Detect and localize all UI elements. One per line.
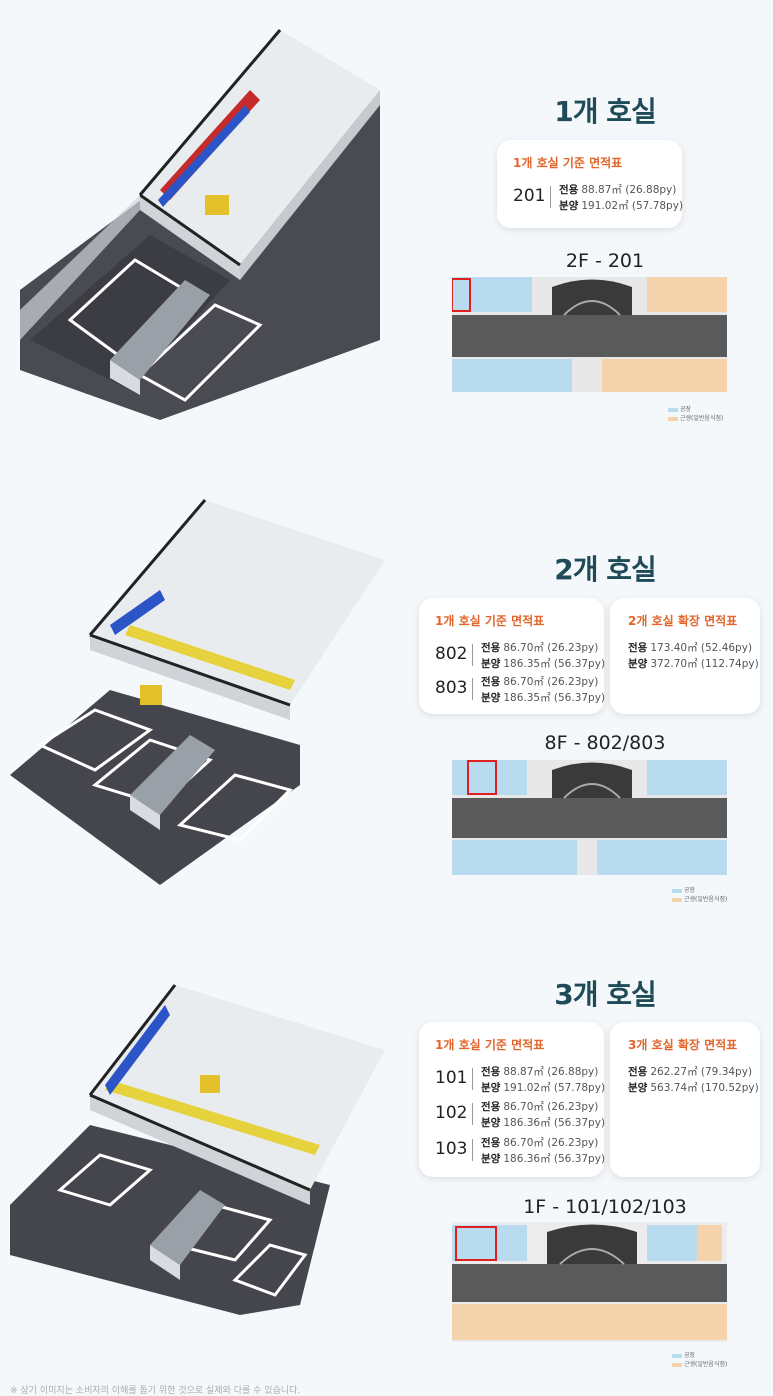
unit-number: 101 [435,1068,468,1088]
card-title: 1개 호실 기준 면적표 [513,156,623,170]
card-title: 2개 호실 확장 면적표 [628,614,738,628]
unit-divider [472,644,473,666]
plan-legend-3: 공장 근생(일반음식점) [672,1350,727,1368]
warehouse-illustration-1 [20,29,380,420]
unit-number: 201 [513,186,546,206]
section-title-1: 1개 호실 [554,95,657,128]
plan-legend-1: 공장 근생(일반음식점) [668,404,723,422]
floor-plan-title-1: 2F - 201 [565,250,645,272]
floor-plan-1 [452,277,727,392]
warehouse-illustration-2 [10,499,385,885]
section-title-2: 2개 호실 [554,553,657,586]
unit-number: 802 [435,644,468,664]
card-title: 3개 호실 확장 면적표 [628,1038,738,1052]
unit-number: 102 [435,1103,468,1123]
unit-divider [472,1103,473,1125]
unit-number: 803 [435,678,468,698]
unit-number: 103 [435,1139,468,1159]
floor-plan-title-3: 1F - 101/102/103 [523,1196,687,1218]
unit-divider [472,678,473,700]
unit-divider [472,1068,473,1090]
unit-divider [472,1139,473,1161]
plan-legend-2: 공장 근생(일반음식점) [672,885,727,903]
floor-plan-title-2: 8F - 802/803 [544,732,666,754]
floor-plan-3 [452,1222,727,1342]
floor-plan-2 [452,760,727,875]
card-title: 1개 호실 기준 면적표 [435,1038,545,1052]
disclaimer-footnote: ※ 상기 이미지는 소비자의 이해를 돕기 위한 것으로 실제와 다를 수 있습… [10,1386,301,1396]
unit-divider [550,186,551,208]
card-title: 1개 호실 기준 면적표 [435,614,545,628]
section-title-3: 3개 호실 [554,978,657,1011]
warehouse-illustration-3 [10,984,385,1315]
